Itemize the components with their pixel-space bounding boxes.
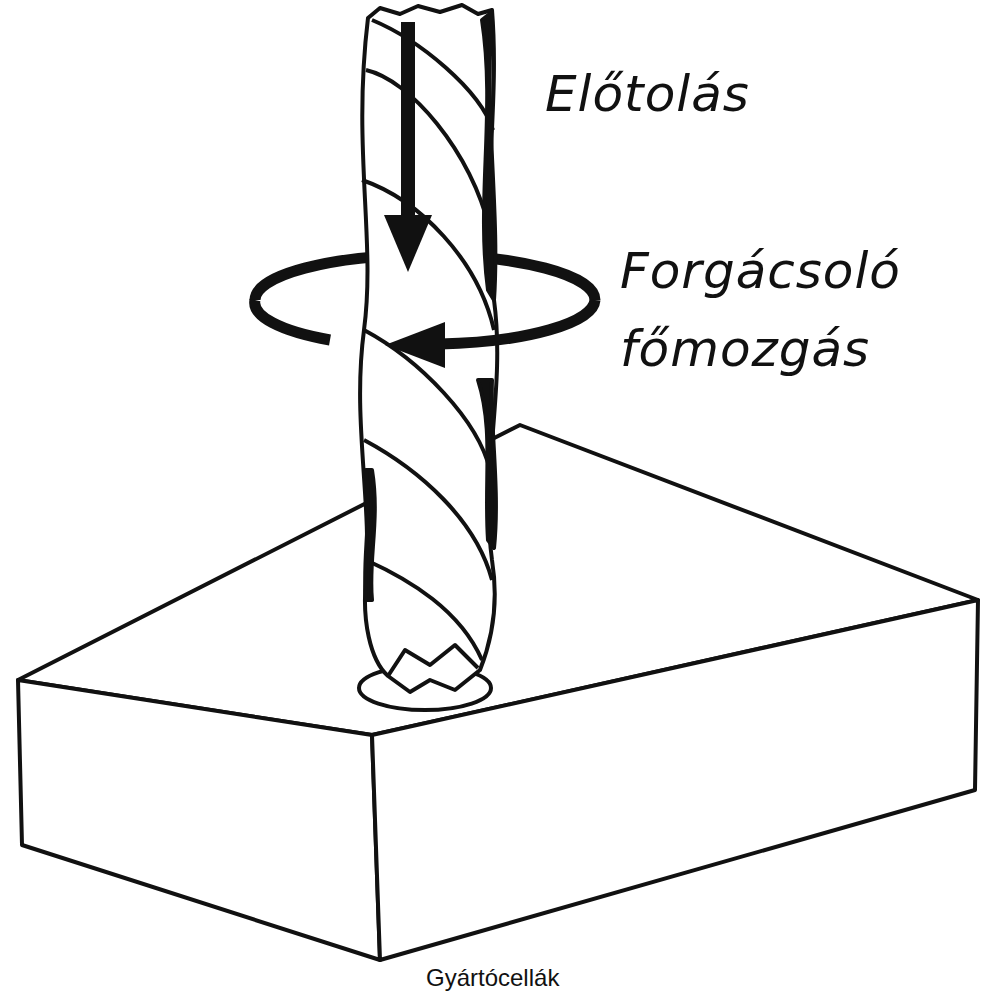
rotation-ring-front bbox=[440, 300, 595, 344]
caption: Gyártócellák bbox=[426, 964, 559, 992]
feed-label: Előtolás bbox=[545, 55, 945, 133]
rotation-arrowhead bbox=[385, 322, 445, 368]
feed-arrowhead bbox=[384, 215, 432, 272]
motion-label: Forgácsoló főmozgás bbox=[620, 232, 960, 388]
block-side-face bbox=[372, 600, 978, 960]
block-front-face bbox=[18, 680, 380, 960]
rotation-ring-front bbox=[255, 300, 330, 340]
drill-bit bbox=[360, 5, 497, 692]
feed-arrow-shaft bbox=[401, 22, 415, 222]
